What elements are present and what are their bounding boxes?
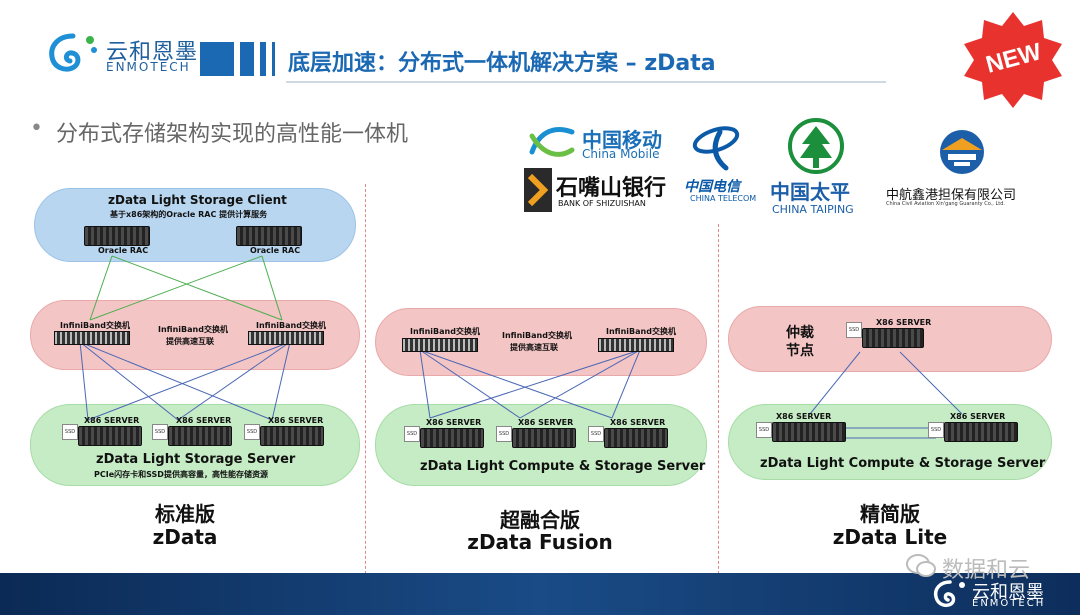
new-badge: NEW xyxy=(964,12,1062,108)
lite-caption-cn: 精简版 xyxy=(860,502,920,526)
oracle-rac-server-right xyxy=(236,226,302,246)
cavic-guaranty-name-en: China Civil Aviation Xin'gang Guaranty C… xyxy=(886,201,1005,207)
standard-x86-server-2 xyxy=(168,426,232,446)
wechat-icon xyxy=(906,554,936,577)
logo-text-cn: 云和恩墨 xyxy=(106,40,199,65)
shizuishan-bank-name-en: BANK OF SHIZUISHAN xyxy=(558,199,646,208)
enmotech-logo-icon xyxy=(49,33,97,72)
fusion-x86-server-3 xyxy=(604,428,668,448)
china-telecom-name-en: CHINA TELECOM xyxy=(690,194,757,203)
standard-ib-switch-label-left: InfiniBand交换机 xyxy=(60,321,130,330)
china-mobile-logo-icon xyxy=(529,127,575,157)
fusion-ib-center-line1: InfiniBand交换机 xyxy=(502,331,572,340)
fusion-x86-label-1: X86 SERVER xyxy=(426,418,482,427)
fusion-x86-label-2: X86 SERVER xyxy=(518,418,574,427)
lite-ssd-2: SSD xyxy=(928,422,944,438)
lite-x86-server-1 xyxy=(772,422,846,442)
standard-x86-server-1 xyxy=(78,426,142,446)
standard-ib-switch-label-right: InfiniBand交换机 xyxy=(256,321,326,330)
footer-bar xyxy=(0,573,1080,615)
lite-arbiter-line1: 仲裁 xyxy=(786,325,814,341)
column-separator-2 xyxy=(718,224,719,584)
standard-x86-label-2: X86 SERVER xyxy=(176,416,232,425)
fusion-caption-en: zData Fusion xyxy=(467,530,613,554)
oracle-rac-label-left: Oracle RAC xyxy=(98,246,149,255)
china-mobile-name-en: China Mobile xyxy=(582,147,660,161)
standard-ib-switch-left xyxy=(54,331,130,345)
standard-caption-cn: 标准版 xyxy=(155,502,215,526)
fusion-ib-switch-left xyxy=(402,338,478,352)
standard-ssd-2: SSD xyxy=(152,424,168,440)
standard-caption-en: zData xyxy=(152,525,218,549)
lite-server-title: zData Light Compute & Storage Server xyxy=(760,456,1046,471)
china-taiping-name-en: CHINA TAIPING xyxy=(772,203,854,216)
standard-ib-center-line2: 提供高速互联 xyxy=(166,337,214,346)
shizuishan-bank-logo-icon xyxy=(524,168,552,212)
bullet-text: 分布式存储架构实现的高性能一体机 xyxy=(56,122,409,147)
cavic-guaranty-logo-icon xyxy=(940,130,984,174)
bullet-dot: • xyxy=(30,116,43,141)
standard-x86-server-3 xyxy=(260,426,324,446)
lite-x86-label-2: X86 SERVER xyxy=(950,412,1006,421)
lite-arbiter-x86-label: X86 SERVER xyxy=(876,318,932,327)
footer-logo-cn: 云和恩墨 xyxy=(972,582,1044,603)
lite-x86-server-2 xyxy=(944,422,1018,442)
standard-client-title: zData Light Storage Client xyxy=(108,193,287,207)
lite-caption-en: zData Lite xyxy=(832,525,948,549)
china-telecom-logo-icon xyxy=(692,126,740,171)
fusion-server-title: zData Light Compute & Storage Server xyxy=(420,459,706,474)
standard-ib-center-line1: InfiniBand交换机 xyxy=(158,325,228,334)
cavic-guaranty-name-cn: 中航鑫港担保有限公司 xyxy=(886,188,1017,203)
fusion-x86-server-1 xyxy=(420,428,484,448)
fusion-ib-center-line2: 提供高速互联 xyxy=(510,343,558,352)
lite-server-region xyxy=(728,404,1052,480)
column-separator-1 xyxy=(365,184,366,584)
standard-server-subtitle: PCIe闪存卡和SSD提供高容量，高性能存储资源 xyxy=(94,470,268,479)
lite-arbiter-line2: 节点 xyxy=(786,343,814,359)
fusion-ib-switch-label-right: InfiniBand交换机 xyxy=(606,327,676,336)
china-telecom-name-cn: 中国电信 xyxy=(684,179,740,195)
fusion-x86-label-3: X86 SERVER xyxy=(610,418,666,427)
fusion-x86-server-2 xyxy=(512,428,576,448)
fusion-ib-switch-right xyxy=(598,338,674,352)
standard-x86-label-1: X86 SERVER xyxy=(84,416,140,425)
shizuishan-bank-name-cn: 石嘴山银行 xyxy=(556,176,667,201)
watermark-text: 数据和云 xyxy=(942,558,1031,583)
china-taiping-name-cn: 中国太平 xyxy=(770,180,850,204)
standard-client-subtitle: 基于x86架构的Oracle RAC 提供计算服务 xyxy=(110,210,268,219)
oracle-rac-server-left xyxy=(84,226,150,246)
standard-ib-switch-right xyxy=(248,331,324,345)
standard-server-title: zData Light Storage Server xyxy=(96,452,296,467)
oracle-rac-label-right: Oracle RAC xyxy=(250,246,301,255)
fusion-ib-switch-label-left: InfiniBand交换机 xyxy=(410,327,480,336)
title-underline xyxy=(286,81,886,83)
fusion-ssd-3: SSD xyxy=(588,426,604,442)
fusion-ssd-2: SSD xyxy=(496,426,512,442)
logo-text-en: ENMOTECH xyxy=(106,60,191,74)
fusion-caption-cn: 超融合版 xyxy=(500,508,580,532)
fusion-ssd-1: SSD xyxy=(404,426,420,442)
lite-arbiter-server xyxy=(862,328,924,348)
lite-x86-label-1: X86 SERVER xyxy=(776,412,832,421)
title-bars-decoration xyxy=(200,42,275,76)
lite-arbiter-ssd: SSD xyxy=(846,322,862,338)
standard-ssd-1: SSD xyxy=(62,424,78,440)
standard-ssd-3: SSD xyxy=(244,424,260,440)
standard-x86-label-3: X86 SERVER xyxy=(268,416,324,425)
lite-ssd-1: SSD xyxy=(756,422,772,438)
china-taiping-logo-icon xyxy=(788,118,844,174)
footer-logo-en: ENMOTECH xyxy=(972,598,1046,609)
china-mobile-name-cn: 中国移动 xyxy=(582,128,662,152)
footer-logo-icon xyxy=(933,580,965,608)
page-title: 底层加速：分布式一体机解决方案 – zData xyxy=(288,51,716,76)
